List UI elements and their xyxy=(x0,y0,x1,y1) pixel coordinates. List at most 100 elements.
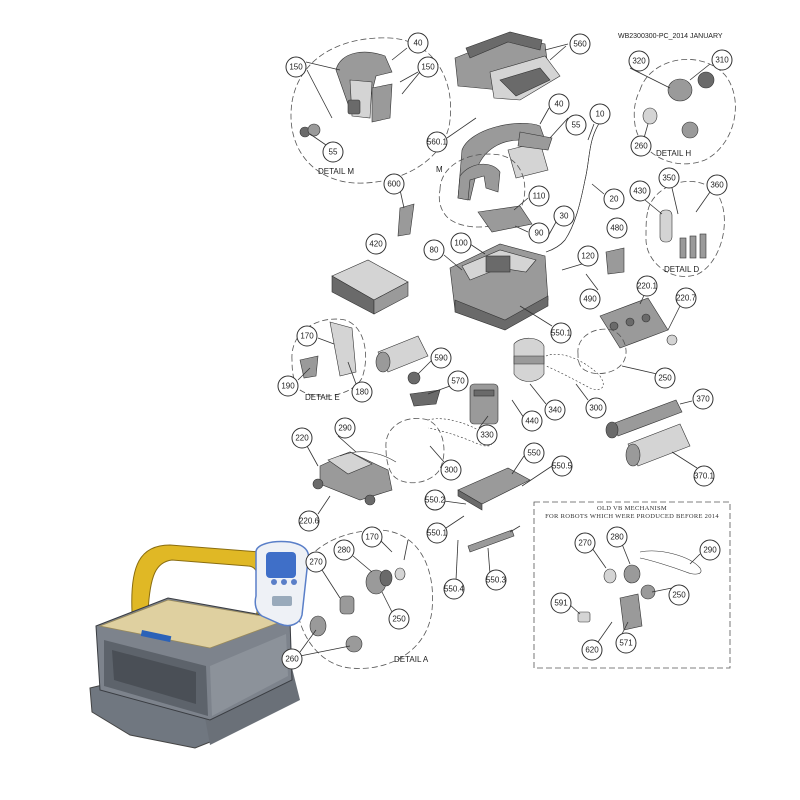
callout-300: 300 xyxy=(440,459,462,481)
callout-360: 360 xyxy=(706,174,728,196)
callout-40: 40 xyxy=(407,32,429,54)
callout-100: 100 xyxy=(450,232,472,254)
callout-550-1: 550.1 xyxy=(550,322,572,344)
leader-line xyxy=(597,621,613,643)
svg-text:280: 280 xyxy=(610,533,624,542)
callout-600: 600 xyxy=(383,173,405,195)
svg-text:560.1: 560.1 xyxy=(427,138,448,147)
callout-190: 190 xyxy=(277,375,299,397)
callout-570: 570 xyxy=(447,370,469,392)
callout-620: 620 xyxy=(581,639,603,661)
callout-430: 430 xyxy=(629,180,651,202)
svg-text:20: 20 xyxy=(610,195,619,204)
leader-line xyxy=(299,629,317,653)
leader-line xyxy=(643,123,649,139)
svg-text:550: 550 xyxy=(527,449,541,458)
svg-text:90: 90 xyxy=(535,229,544,238)
callout-20: 20 xyxy=(603,188,625,210)
leader-line xyxy=(591,547,607,569)
leader-line xyxy=(689,63,711,81)
svg-text:40: 40 xyxy=(555,100,564,109)
leader-line xyxy=(513,197,529,211)
svg-text:560: 560 xyxy=(573,40,587,49)
svg-text:420: 420 xyxy=(369,240,383,249)
callout-340: 340 xyxy=(544,399,566,421)
callout-170: 170 xyxy=(361,526,383,548)
callout-80: 80 xyxy=(423,239,445,261)
svg-text:30: 30 xyxy=(560,212,569,221)
svg-text:591: 591 xyxy=(554,599,568,608)
svg-text:250: 250 xyxy=(658,374,672,383)
svg-text:550.2: 550.2 xyxy=(425,496,446,505)
leader-line xyxy=(591,183,605,195)
leader-line xyxy=(445,515,465,529)
track-right xyxy=(545,353,604,390)
leader-line xyxy=(443,500,467,505)
callout-370-1: 370.1 xyxy=(693,465,715,487)
leader-line xyxy=(306,69,333,119)
leader-lines xyxy=(297,43,711,657)
callout-220-6: 220.6 xyxy=(298,510,320,532)
callout-220-7: 220.7 xyxy=(675,287,697,309)
callout-40: 40 xyxy=(548,93,570,115)
svg-text:430: 430 xyxy=(633,187,647,196)
leader-line xyxy=(427,385,451,395)
leader-line xyxy=(651,587,673,593)
svg-text:170: 170 xyxy=(300,332,314,341)
detail-h-label: DETAIL H xyxy=(656,149,691,158)
leader-line xyxy=(478,415,489,429)
leader-line xyxy=(391,47,408,61)
leader-line xyxy=(621,621,629,635)
callout-440: 440 xyxy=(521,410,543,432)
callout-150: 150 xyxy=(285,56,307,78)
leader-line xyxy=(455,539,459,581)
leader-line xyxy=(549,117,569,139)
svg-text:190: 190 xyxy=(281,382,295,391)
leader-line xyxy=(309,133,327,146)
svg-text:220: 220 xyxy=(295,434,309,443)
callout-320: 320 xyxy=(628,50,650,72)
detail-d-label: DETAIL D xyxy=(664,265,699,274)
track-lower xyxy=(427,418,493,447)
callout-260: 260 xyxy=(281,648,303,670)
callout-571: 571 xyxy=(615,632,637,654)
detail-m-marker: M xyxy=(436,165,443,174)
main-body xyxy=(449,205,549,331)
old-mechanism-title-2: FOR ROBOTS WHICH WERE PRODUCED BEFORE 20… xyxy=(545,513,719,520)
svg-text:55: 55 xyxy=(572,121,581,130)
callout-290: 290 xyxy=(699,539,721,561)
side-plate-left xyxy=(312,451,397,506)
leader-line xyxy=(679,400,693,405)
svg-text:220.7: 220.7 xyxy=(676,294,697,303)
part-480 xyxy=(605,247,625,275)
top-cover-parts xyxy=(454,31,561,101)
callout-310: 310 xyxy=(711,49,733,71)
callout-55: 55 xyxy=(565,114,587,136)
part-600 xyxy=(397,203,415,237)
svg-text:40: 40 xyxy=(414,39,423,48)
callout-90: 90 xyxy=(528,222,550,244)
svg-text:550.5: 550.5 xyxy=(552,462,573,471)
callout-250: 250 xyxy=(668,584,690,606)
callout-10: 10 xyxy=(589,103,611,125)
detail-a-label: DETAIL A xyxy=(394,655,429,664)
svg-text:270: 270 xyxy=(578,539,592,548)
callout-420: 420 xyxy=(365,233,387,255)
callout-250: 250 xyxy=(654,367,676,389)
leader-line xyxy=(529,383,547,405)
callout-480: 480 xyxy=(606,217,628,239)
callout-550: 550 xyxy=(523,442,545,464)
svg-text:220.1: 220.1 xyxy=(637,282,658,291)
cover-420 xyxy=(331,259,409,315)
callout-300: 300 xyxy=(585,397,607,419)
callout-370: 370 xyxy=(692,388,714,410)
svg-text:300: 300 xyxy=(444,466,458,475)
leader-line xyxy=(352,555,373,573)
leader-line xyxy=(347,361,357,385)
leader-line xyxy=(469,243,486,255)
svg-text:620: 620 xyxy=(585,646,599,655)
leader-line xyxy=(544,43,569,51)
leader-line xyxy=(379,539,393,553)
leader-line xyxy=(521,465,553,487)
